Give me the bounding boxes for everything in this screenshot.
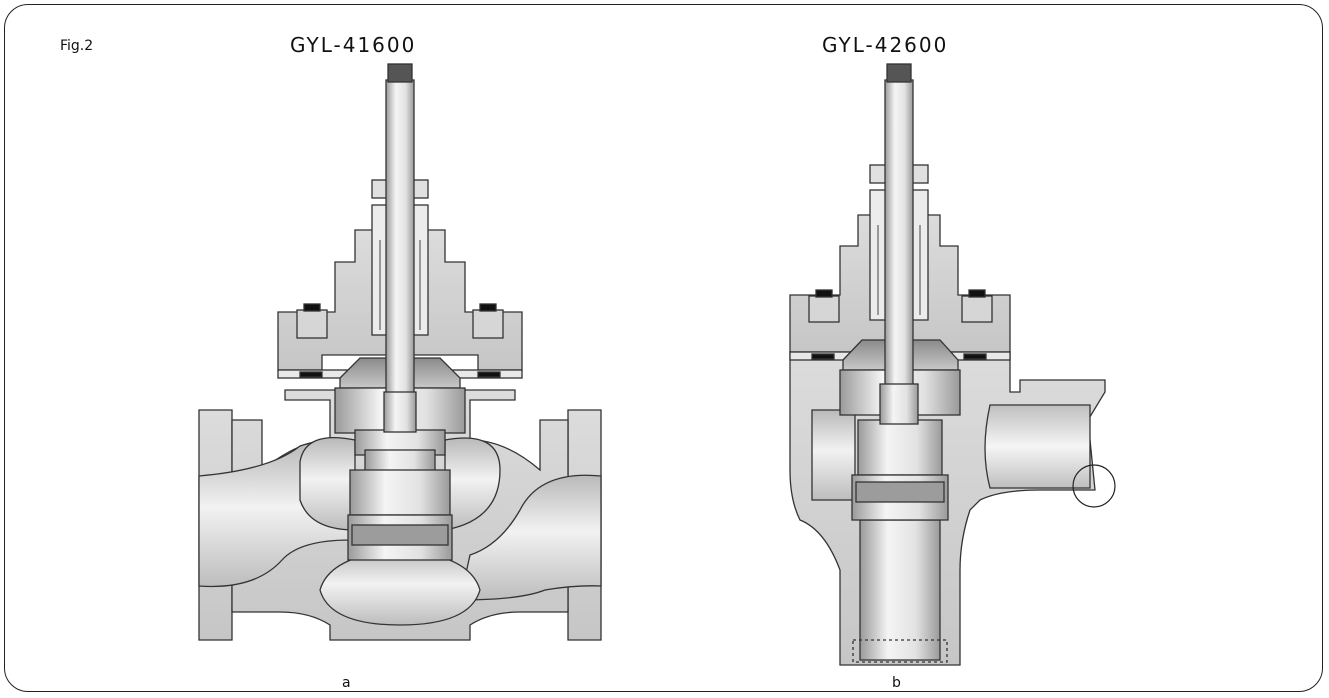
valve-a-left-bolt — [296, 309, 328, 339]
valve-b-drawing — [789, 63, 1116, 666]
valve-a-stem — [385, 79, 415, 431]
valve-b-lower-outlet — [859, 519, 941, 661]
valve-b-detail-circle — [1072, 464, 1116, 508]
valve-b-plug — [857, 419, 943, 476]
valve-b-right-bolt — [961, 295, 993, 323]
figure-label: Fig.2 — [60, 38, 94, 54]
valve-b-outlet-tube — [984, 404, 1091, 489]
valve-b-left-bolt — [808, 295, 840, 323]
valve-b-caption: b — [892, 675, 901, 691]
valve-a-caption: a — [342, 675, 351, 691]
valve-a-drawing — [198, 63, 602, 641]
figure-frame — [4, 4, 1323, 692]
valve-a-right-bolt — [472, 309, 504, 339]
valve-b-title: GYL-42600 — [822, 33, 949, 57]
valve-b-stem — [884, 79, 914, 411]
valve-a-title: GYL-41600 — [290, 33, 417, 57]
